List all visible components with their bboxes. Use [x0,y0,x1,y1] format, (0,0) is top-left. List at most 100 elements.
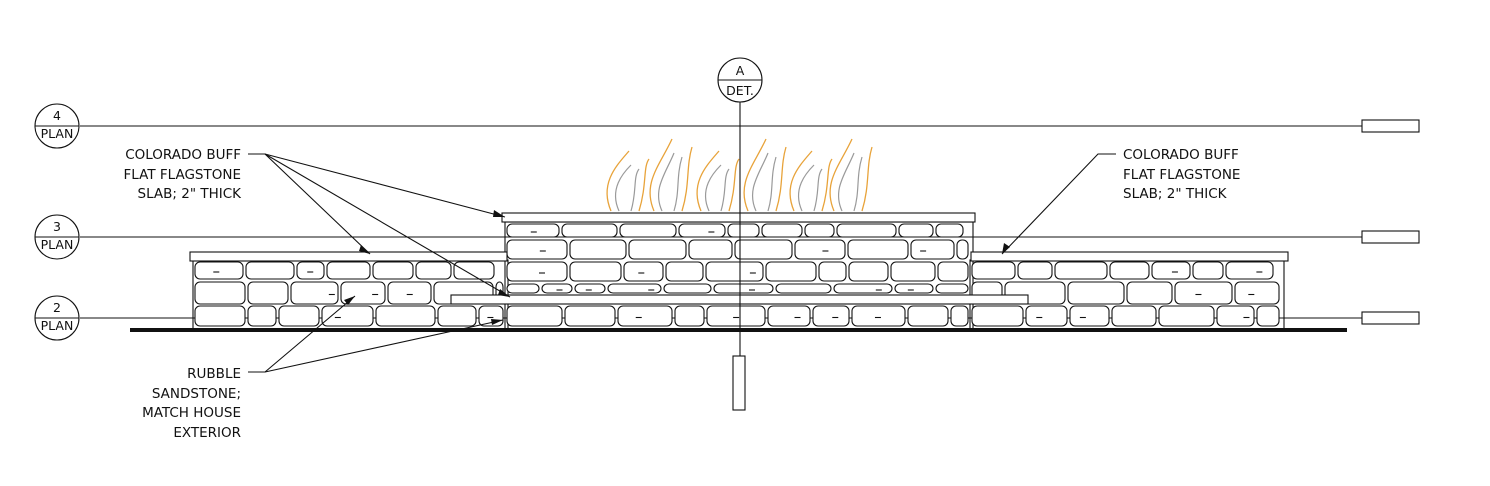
rubble-stone [415,261,452,280]
rubble-stone [688,239,733,260]
rubble-stone [194,261,244,280]
note-line: FLAT FLAGSTONE [1123,167,1240,183]
flame-stroke [821,158,833,212]
flame-stroke [704,164,722,212]
note-line: FLAT FLAGSTONE [124,167,241,183]
level-marker-3: 3 PLAN [34,214,80,260]
note-flagstone-left: COLORADO BUFF FLAT FLAGSTONE SLAB; 2" TH… [124,147,243,202]
rubble-stone [506,283,540,294]
note-line: COLORADO BUFF [1123,147,1239,163]
level-label: PLAN [41,126,74,141]
note-line: SLAB; 2" THICK [1123,186,1228,202]
detail-letter: A [736,63,745,78]
rubble-stone [574,283,606,294]
rubble-stone [1174,281,1233,305]
leader-rubble-2 [264,319,504,373]
rubble-stone [1225,261,1274,280]
fire-flames [606,138,873,212]
rubble-stone [765,261,817,282]
rubble-stone [623,261,664,282]
rubble-stone [1054,261,1108,280]
flame-stroke [767,156,777,212]
rubble-stone [194,281,246,305]
rubble-stone [245,261,295,280]
leader-arrowhead [498,289,510,297]
rubble-stone [506,239,568,260]
rubble-stone [1069,305,1110,327]
note-line: COLORADO BUFF [125,147,241,163]
leader-arrowhead [493,210,505,217]
rubble-stone [907,305,949,327]
left-wall-stones [194,261,504,327]
rubble-stone [812,305,850,327]
rubble-stone [326,261,371,280]
rubble-stone [847,239,909,260]
level-number: 3 [53,219,61,234]
rubble-stone [890,261,936,282]
rubble-stone [541,283,573,294]
flame-stroke [649,138,673,212]
rubble-stone [935,283,969,294]
level-number: 2 [53,300,61,315]
rubble-stone [506,305,563,327]
rubble-stone [1025,305,1068,327]
rubble-stone [1151,261,1191,280]
section-cut-tag [732,355,746,411]
note-rubble: RUBBLE SANDSTONE; MATCH HOUSE EXTERIOR [142,366,241,441]
leader-arrowhead [491,319,503,325]
flame-stroke [837,152,855,212]
rubble-stone [387,281,432,305]
note-flagstone-right: COLORADO BUFF FLAT FLAGSTONE SLAB; 2" TH… [1123,147,1240,202]
flame-stroke [743,138,767,212]
rubble-stone [775,283,832,294]
leader-arrowhead [344,296,355,305]
level-tag-4 [1361,119,1420,133]
flame-stroke [606,150,630,212]
rubble-stone [950,305,969,327]
center-wall-stones [506,223,969,327]
rubble-stone [804,223,835,238]
leader-flagstone-left-1 [248,153,506,218]
rubble-stone [375,305,436,327]
rubble-stone [1067,281,1125,305]
flame-stroke [696,150,720,212]
rubble-stone [956,239,969,260]
note-line: SLAB; 2" THICK [138,186,243,202]
flagstone-slab-top [501,212,976,223]
rubble-stone [971,261,1016,280]
rubble-stone [617,305,673,327]
leader-arrowhead [359,245,370,254]
rubble-stone [296,261,325,280]
rubble-stone [607,283,662,294]
flame-stroke [797,164,815,212]
rubble-stone [937,261,969,282]
leader-flagstone-left-2 [264,153,371,255]
leader-lines [248,153,1116,373]
rubble-stone [971,305,1024,327]
rubble-stone [851,305,906,327]
rubble-stone [569,239,627,260]
flame-stroke [657,152,675,212]
rubble-stone [194,305,246,327]
rubble-stone [794,239,846,260]
level-tag-2 [1361,311,1420,325]
rubble-stone [706,305,766,327]
flagstone-slab-right [970,251,1289,262]
rubble-stone [564,305,616,327]
rubble-stone [619,223,677,238]
level-marker-4: 4 PLAN [34,103,80,149]
flame-stroke [614,164,632,212]
flame-stroke [751,152,769,212]
level-marker-2: 2 PLAN [34,295,80,341]
rubble-stone [453,261,495,280]
detail-label: DET. [726,83,754,98]
flame-stroke [853,156,863,212]
rubble-stone [910,239,955,260]
flame-stroke [720,168,730,212]
flame-stroke [728,158,740,212]
flame-stroke [829,138,853,212]
rubble-stone [247,281,289,305]
rubble-stone [506,261,568,282]
rubble-stone [1216,305,1255,327]
